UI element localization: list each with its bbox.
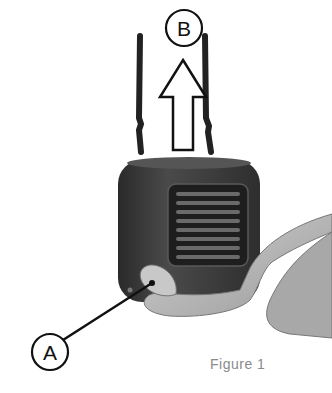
grille-slot (176, 192, 240, 196)
leader-dot (149, 280, 155, 286)
grille-slot (176, 201, 240, 205)
screw (128, 288, 133, 293)
figure-caption: Figure 1 (210, 356, 265, 372)
grille-slot (176, 228, 240, 232)
grille-slot (176, 210, 240, 214)
device-body (118, 160, 260, 302)
callout-circle (166, 10, 202, 46)
direction-arrow (160, 60, 206, 150)
callout-circle (32, 334, 68, 370)
left-rod (139, 36, 141, 152)
callout-letter: A (32, 334, 68, 370)
leader-line (63, 283, 152, 340)
forearm (267, 232, 332, 338)
callout-letter: B (166, 10, 202, 46)
grille-slot (176, 219, 240, 223)
grille-slot (176, 255, 240, 259)
right-rod (205, 36, 211, 152)
thumb (140, 265, 176, 296)
grille-slot (176, 246, 240, 250)
device-top-rim (127, 157, 251, 169)
grille-slot (176, 237, 240, 241)
grille-frame (168, 184, 248, 266)
grille-slots (176, 192, 240, 259)
